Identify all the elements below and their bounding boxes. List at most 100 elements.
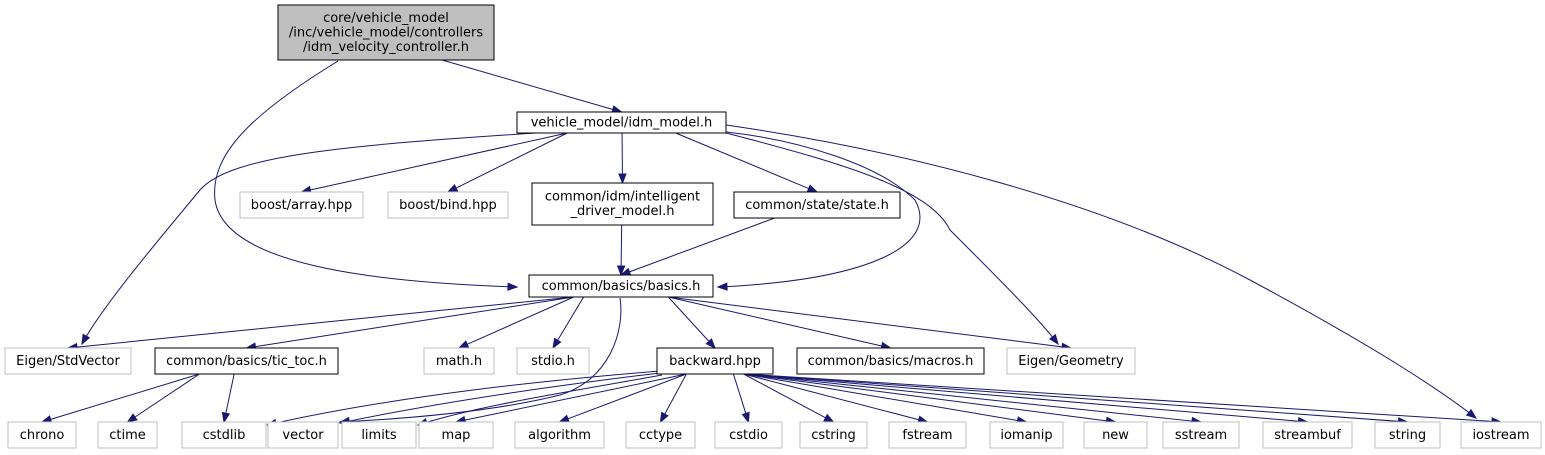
edge-backward-to-algorithm bbox=[558, 373, 687, 423]
node-box bbox=[4, 347, 132, 375]
node-algorithm: algorithm bbox=[514, 421, 605, 449]
edge-tic_toc-to-ctime bbox=[126, 373, 200, 423]
edge-root-to-idm_model bbox=[441, 59, 623, 114]
node-label: core/vehicle_model bbox=[323, 11, 449, 26]
edge-line bbox=[417, 374, 663, 426]
node-backward[interactable]: backward.hpp bbox=[656, 347, 774, 375]
node-limits: limits bbox=[341, 421, 417, 449]
node-label: string bbox=[1389, 428, 1426, 443]
edge-backward-to-vector bbox=[338, 372, 661, 426]
node-label: iomanip bbox=[1000, 428, 1052, 443]
node-map: map bbox=[418, 421, 494, 449]
node-label: boost/array.hpp bbox=[251, 198, 353, 213]
node-label: new bbox=[1102, 428, 1129, 443]
edge-basics-to-macros bbox=[668, 296, 892, 350]
node-box bbox=[7, 421, 77, 449]
edge-line bbox=[743, 373, 1193, 422]
edge-line bbox=[266, 370, 661, 426]
edge-backward-to-map bbox=[454, 373, 687, 425]
edge-basics-to-eigen_stdvector bbox=[66, 296, 574, 352]
node-boost-array: boost/array.hpp bbox=[239, 191, 364, 219]
edge-line bbox=[310, 132, 568, 191]
node-box bbox=[423, 347, 495, 375]
edge-basics-to-stdio bbox=[552, 296, 585, 350]
edge-arrowhead bbox=[81, 333, 91, 346]
edge-state-to-basics bbox=[619, 217, 775, 276]
edge-line bbox=[214, 60, 518, 288]
node-cstdlib: cstdlib bbox=[181, 421, 267, 449]
edge-idm_model-to-boost_array bbox=[300, 132, 568, 195]
node-box bbox=[1006, 347, 1136, 375]
node-label: cctype bbox=[639, 428, 682, 443]
node-new: new bbox=[1083, 421, 1148, 449]
node-basics[interactable]: common/basics/basics.h bbox=[528, 274, 714, 298]
edge-arrowhead bbox=[221, 411, 231, 424]
node-streambuf: streambuf bbox=[1262, 421, 1353, 449]
edge-line bbox=[675, 132, 809, 189]
node-box bbox=[418, 421, 494, 449]
node-vector: vector bbox=[267, 421, 339, 449]
node-box bbox=[531, 182, 714, 226]
node-box bbox=[714, 421, 783, 449]
node-box bbox=[989, 421, 1064, 449]
node-label: limits bbox=[361, 428, 397, 443]
edge-line bbox=[567, 373, 687, 420]
node-label: chrono bbox=[20, 428, 65, 443]
edge-line bbox=[620, 224, 623, 267]
node-box bbox=[1460, 421, 1542, 449]
node-box bbox=[514, 421, 605, 449]
node-root[interactable]: core/vehicle_model/inc/vehicle_model/con… bbox=[277, 4, 495, 61]
node-label: fstream bbox=[902, 428, 952, 443]
node-fstream: fstream bbox=[888, 421, 967, 449]
edge-arrowhead bbox=[126, 413, 138, 423]
node-label: Eigen/StdVector bbox=[16, 354, 120, 369]
edge-line bbox=[725, 132, 1059, 345]
edge-line bbox=[557, 296, 585, 341]
edge-idm-to-basics bbox=[616, 224, 626, 277]
node-cctype: cctype bbox=[625, 421, 696, 449]
node-eigen-geometry: Eigen/Geometry bbox=[1006, 347, 1136, 375]
edge-line bbox=[743, 373, 919, 421]
edge-line bbox=[743, 373, 1399, 422]
node-idm[interactable]: common/idm/intelligent_driver_model.h bbox=[531, 182, 714, 226]
node-label: sstream bbox=[1175, 428, 1227, 443]
node-sstream: sstream bbox=[1162, 421, 1240, 449]
edge-line bbox=[455, 132, 568, 189]
node-label: streambuf bbox=[1274, 428, 1341, 443]
edge-arrowhead bbox=[558, 414, 570, 423]
node-label: common/idm/intelligent bbox=[545, 190, 700, 205]
node-eigen-stdvector: Eigen/StdVector bbox=[4, 347, 132, 375]
edge-line bbox=[667, 296, 710, 342]
edge-backward-to-iostream bbox=[743, 373, 1503, 426]
node-box bbox=[656, 347, 774, 375]
edge-backward-to-cstdio bbox=[732, 373, 750, 424]
edge-idm_model-to-eigen_stdvector bbox=[81, 132, 537, 346]
node-tic-toc[interactable]: common/basics/tic_toc.h bbox=[154, 347, 339, 375]
node-macros[interactable]: common/basics/macros.h bbox=[796, 347, 985, 375]
edge-line bbox=[134, 373, 200, 418]
edge-line bbox=[743, 373, 826, 419]
node-box bbox=[1083, 421, 1148, 449]
node-iostream: iostream bbox=[1460, 421, 1542, 449]
node-box bbox=[387, 191, 509, 219]
node-idm-model[interactable]: vehicle_model/idm_model.h bbox=[516, 111, 727, 134]
node-label: map bbox=[442, 428, 471, 443]
node-chrono: chrono bbox=[7, 421, 77, 449]
edge-arrowhead bbox=[446, 183, 459, 193]
node-box bbox=[516, 111, 727, 134]
node-label: common/basics/macros.h bbox=[808, 354, 974, 369]
edge-line bbox=[629, 217, 775, 273]
node-box bbox=[239, 191, 364, 219]
node-cstring: cstring bbox=[799, 421, 868, 449]
node-label: common/basics/tic_toc.h bbox=[166, 354, 327, 369]
edge-arrowhead bbox=[552, 337, 562, 350]
edge-line bbox=[464, 373, 687, 421]
edge-backward-to-cctype bbox=[659, 373, 687, 424]
edge-arrowhead bbox=[716, 282, 728, 291]
node-label: cstdio bbox=[729, 428, 768, 443]
node-state[interactable]: common/state/state.h bbox=[733, 191, 901, 219]
edge-arrowhead bbox=[806, 184, 819, 193]
node-label: Eigen/Geometry bbox=[1018, 354, 1124, 369]
node-label: math.h bbox=[436, 354, 482, 369]
